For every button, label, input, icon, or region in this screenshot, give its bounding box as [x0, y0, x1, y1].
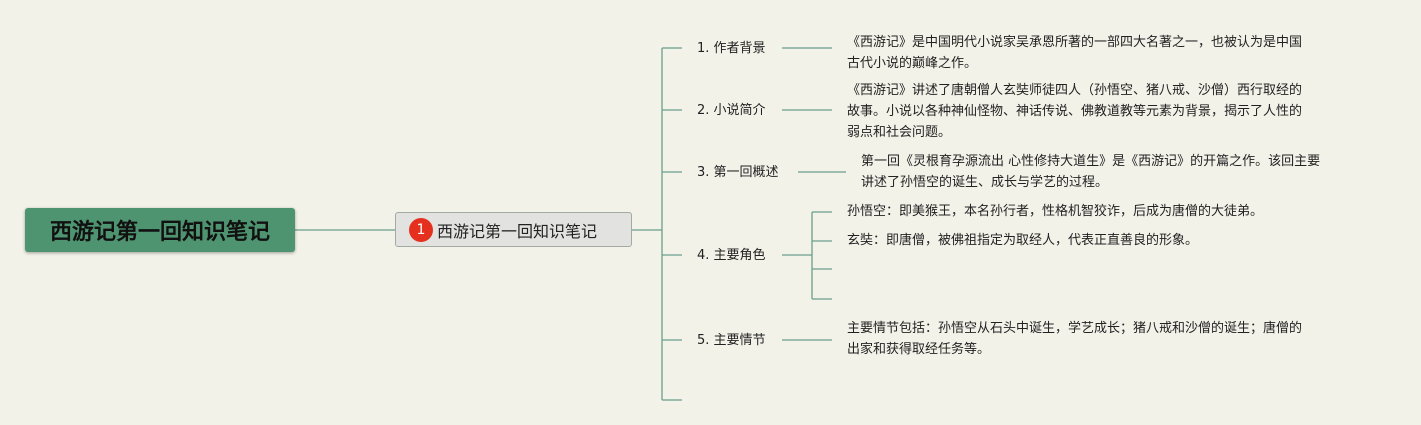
leaf-chapter-summary[interactable]: 第一回《灵根育孕源流出 心性修持大道生》是《西游记》的开篇之作。该回主要 讲述了… — [861, 151, 1320, 193]
branch-novel-intro[interactable]: 2. 小说简介 — [697, 103, 766, 118]
leaf-line: 故事。小说以各种神仙怪物、神话传说、佛教道教等元素为背景，揭示了人性的 — [847, 104, 1303, 119]
leaf-line: 孙悟空：即美猴王，本名孙行者，性格机智狡诈，后成为唐僧的大徒弟。 — [847, 204, 1264, 219]
leaf-line: 出家和获得取经任务等。 — [847, 342, 991, 357]
center-node[interactable]: 1 西游记第一回知识笔记 — [395, 212, 632, 247]
leaf-line: 《西游记》讲述了唐朝僧人玄奘师徒四人（孙悟空、猪八戒、沙僧）西行取经的 — [847, 83, 1303, 98]
leaf-character-xuanzang[interactable]: 玄奘：即唐僧，被佛祖指定为取经人，代表正直善良的形象。 — [847, 230, 1198, 251]
branch-chapter-summary[interactable]: 3. 第一回概述 — [697, 165, 779, 180]
center-title: 西游记第一回知识笔记 — [437, 221, 598, 241]
priority-badge-icon: 1 — [409, 217, 433, 242]
leaf-author-background[interactable]: 《西游记》是中国明代小说家吴承恩所著的一部四大名著之一，也被认为是中国 古代小说… — [847, 32, 1302, 74]
branch-author-background[interactable]: 1. 作者背景 — [697, 41, 766, 56]
leaf-main-plot[interactable]: 主要情节包括：孙悟空从石头中诞生，学艺成长；猪八戒和沙僧的诞生；唐僧的 出家和获… — [847, 318, 1302, 360]
leaf-line: 古代小说的巅峰之作。 — [847, 56, 978, 71]
root-title: 西游记第一回知识笔记 — [49, 220, 270, 245]
root-node[interactable]: 西游记第一回知识笔记 — [25, 208, 295, 252]
leaf-novel-intro[interactable]: 《西游记》讲述了唐朝僧人玄奘师徒四人（孙悟空、猪八戒、沙僧）西行取经的 故事。小… — [847, 80, 1302, 143]
leaf-line: 第一回《灵根育孕源流出 心性修持大道生》是《西游记》的开篇之作。该回主要 — [861, 154, 1321, 169]
leaf-line: 《西游记》是中国明代小说家吴承恩所著的一部四大名著之一，也被认为是中国 — [847, 35, 1303, 50]
leaf-line: 玄奘：即唐僧，被佛祖指定为取经人，代表正直善良的形象。 — [847, 233, 1199, 248]
branch-main-plot[interactable]: 5. 主要情节 — [697, 333, 766, 348]
leaf-line: 弱点和社会问题。 — [847, 125, 952, 140]
leaf-line: 讲述了孙悟空的诞生、成长与学艺的过程。 — [861, 175, 1109, 190]
leaf-line: 主要情节包括：孙悟空从石头中诞生，学艺成长；猪八戒和沙僧的诞生；唐僧的 — [847, 321, 1303, 336]
leaf-character-sun-wukong[interactable]: 孙悟空：即美猴王，本名孙行者，性格机智狡诈，后成为唐僧的大徒弟。 — [847, 201, 1263, 222]
branch-main-characters[interactable]: 4. 主要角色 — [697, 248, 766, 263]
